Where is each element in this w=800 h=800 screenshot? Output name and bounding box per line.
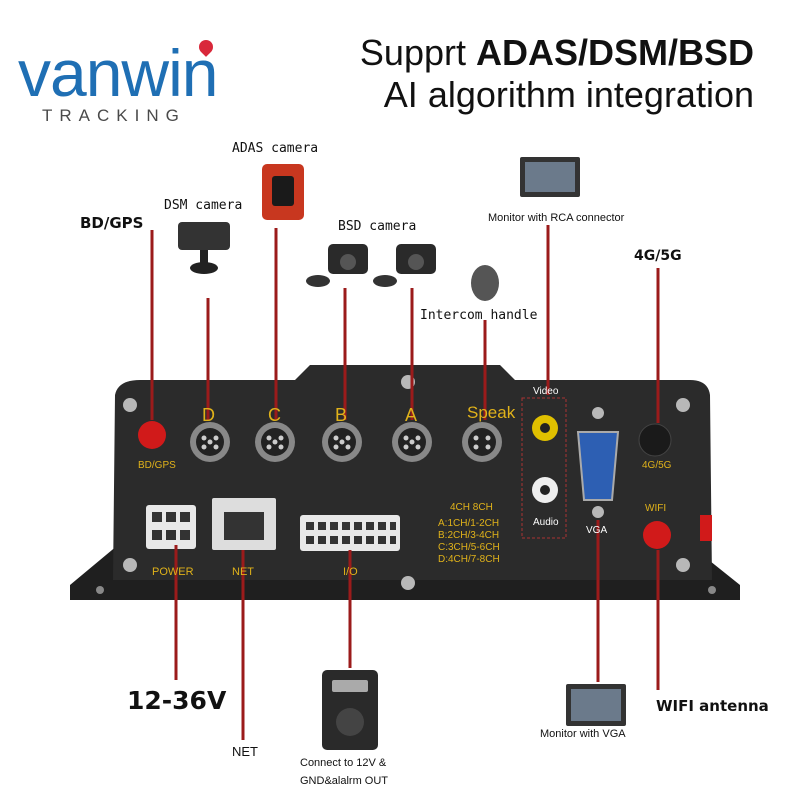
brand-tagline: TRACKING (42, 106, 186, 125)
port-label-io: I/O (343, 566, 358, 578)
screw-icon (123, 558, 137, 572)
port-label-video: Video (533, 386, 559, 397)
port-label-4g5g: 4G/5G (642, 460, 672, 471)
wifi-antenna-port-icon (643, 521, 671, 549)
bracket-hole-left (96, 586, 104, 594)
port-label-a: A (405, 405, 418, 425)
screw-icon (401, 576, 415, 590)
vga-port (576, 431, 620, 501)
brand-logo: vanwin (18, 40, 218, 106)
screw-icon (123, 398, 137, 412)
headline: Supprt ADAS/DSM/BSD AI algorithm integra… (360, 32, 754, 116)
callout-dsm-camera: DSM camera (164, 198, 243, 213)
bsd-camera-icon (373, 244, 436, 287)
port-label-power: POWER (152, 566, 194, 578)
callout-voltage: 12-36V (127, 686, 227, 715)
headline-prefix: Supprt (359, 32, 476, 73)
channel-header: 4CH 8CH (450, 502, 493, 513)
headline-bold: ADAS/DSM/BSD (475, 32, 754, 73)
callout-4g5g: 4G/5G (634, 248, 682, 264)
aviation-connector-speak (462, 422, 502, 462)
bsd-camera-icon (306, 244, 368, 287)
brand-name: vanwin (18, 36, 218, 110)
channel-row: C:3CH/5-6CH (438, 542, 500, 553)
channel-row: B:2CH/3-4CH (438, 530, 500, 541)
channel-row: D:4CH/7-8CH (438, 554, 500, 565)
monitor-vga-icon (566, 684, 626, 726)
port-label-b: B (335, 405, 348, 425)
port-label-audio: Audio (533, 517, 559, 528)
cellular-antenna-port-icon (638, 423, 672, 457)
bracket-hole-right (708, 586, 716, 594)
port-label-wifi: WIFI (645, 503, 667, 514)
callout-bsd-camera: BSD camera (338, 219, 417, 234)
power-connector (146, 505, 196, 549)
port-label-d: D (202, 405, 215, 425)
screw-icon (592, 407, 604, 419)
adas-camera-icon (262, 164, 304, 220)
callout-bd-gps: BD/GPS (80, 214, 144, 232)
callout-intercom: Intercom handle (420, 308, 538, 323)
side-antenna-port-icon (700, 515, 712, 541)
dsm-camera-icon (178, 222, 230, 274)
port-label-speak: Speak (467, 403, 516, 422)
callout-io-line1: Connect to 12V & (300, 757, 387, 769)
port-label-net: NET (232, 566, 254, 578)
gps-antenna-port-icon (138, 421, 166, 449)
screw-icon (592, 506, 604, 518)
monitor-rca-icon (520, 157, 580, 197)
av-port-group (521, 397, 567, 539)
callout-io-line2: GND&alalrm OUT (300, 775, 389, 787)
screw-icon (676, 398, 690, 412)
callout-monitor-vga: Monitor with VGA (540, 728, 626, 740)
callout-net: NET (232, 744, 258, 759)
port-label-c: C (268, 405, 281, 425)
io-module-icon (322, 670, 378, 750)
callout-wifi-antenna: WIFI antenna (656, 697, 769, 715)
lead-lines (150, 225, 660, 740)
screw-icon (676, 558, 690, 572)
channel-row: A:1CH/1-2CH (438, 518, 500, 529)
channel-map: A:1CH/1-2CH B:2CH/3-4CH C:3CH/5-6CH D:4C… (438, 518, 500, 566)
callout-adas-camera: ADAS camera (232, 141, 319, 156)
port-label-bdgps: BD/GPS (138, 460, 176, 471)
callout-monitor-rca: Monitor with RCA connector (488, 212, 625, 224)
port-label-vga: VGA (586, 525, 608, 536)
intercom-handle-icon (471, 265, 499, 301)
headline-line2: AI algorithm integration (383, 74, 754, 115)
io-port (300, 515, 400, 551)
